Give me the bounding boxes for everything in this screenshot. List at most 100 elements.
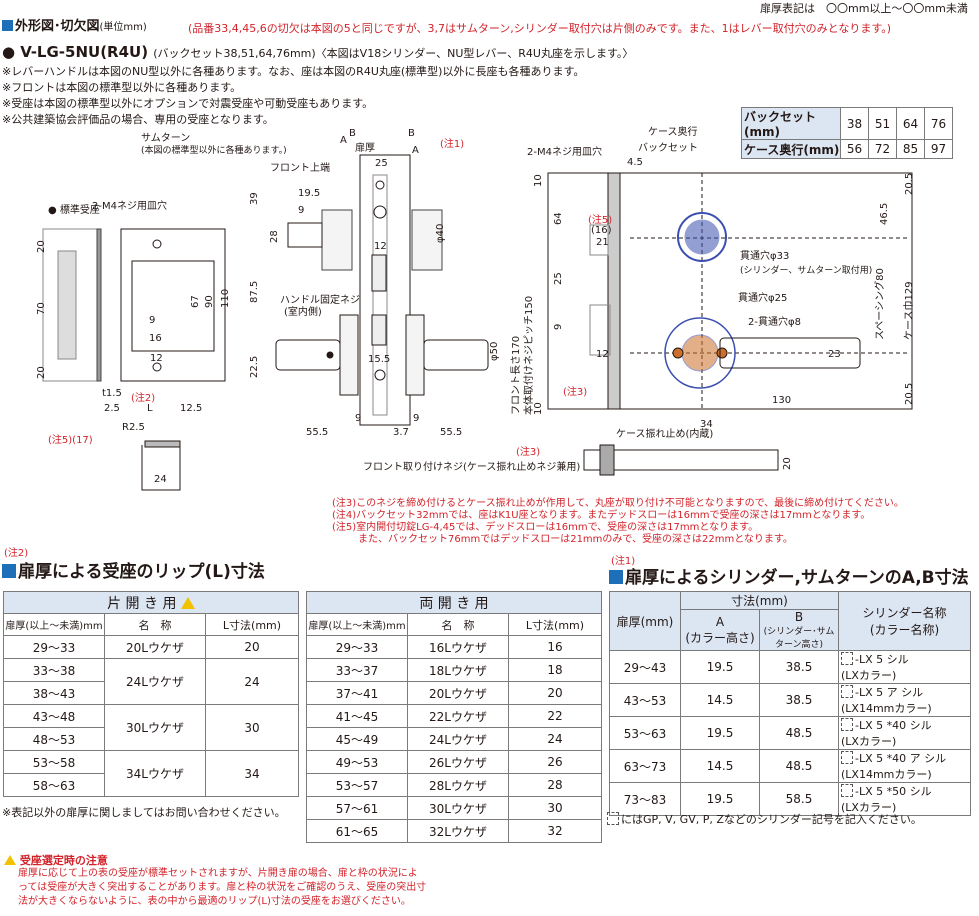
table-cell: 33〜37 xyxy=(306,658,408,682)
col-header: L寸法(mm) xyxy=(508,613,602,636)
note5-tag: (注5) xyxy=(588,213,612,226)
strike-edge xyxy=(96,228,102,382)
dim-10-bottom: 10 xyxy=(533,402,544,415)
table-cell: 51 xyxy=(868,107,897,140)
table-cell: 24 xyxy=(205,658,299,705)
col-name-text: シリンダー名称 xyxy=(862,606,947,620)
thumbturn-knob xyxy=(287,222,323,248)
dim-12-strike: 12 xyxy=(150,353,163,364)
cyl-name: -LX 5 *50 シル xyxy=(855,785,932,798)
door-thick-label: 扉厚 xyxy=(355,141,375,154)
table-cell: 16Lウケザ xyxy=(407,635,509,659)
table-cell: 53〜63 xyxy=(609,716,681,750)
front-plate-side xyxy=(607,172,621,410)
dim-9-right: 9 xyxy=(553,324,564,330)
col-header: 名 称 xyxy=(104,613,206,636)
table-cell: 20Lウケザ xyxy=(104,635,206,659)
case-bottom-view xyxy=(583,449,779,471)
dim-9-cyl: 9 xyxy=(298,205,304,216)
cutout-note: (品番33,4,45,6の切欠は本図の5と同じですが、3,7はサムターン,シリン… xyxy=(188,22,892,35)
strike-title: ● 標準受座 xyxy=(48,203,100,216)
table-cell: 20 xyxy=(508,681,602,705)
front-screw-bottom xyxy=(374,369,386,381)
case-stop-label: ケース振れ止め(内蔵) xyxy=(616,427,713,440)
lever-side xyxy=(719,337,861,369)
dim-19-5: 19.5 xyxy=(298,188,320,199)
backset-dim-label: バックセット xyxy=(638,142,698,154)
strike-side-fill xyxy=(57,250,77,360)
note5-17-tag: (注5)(17) xyxy=(48,433,93,446)
table-cell: 16 xyxy=(508,635,602,659)
table-cell: 32 xyxy=(508,819,602,843)
case-depth-label: ケース奥行 xyxy=(648,125,698,138)
strike-inner xyxy=(131,260,215,352)
dim-24: 24 xyxy=(154,474,167,485)
table-row: 58〜63 xyxy=(3,773,299,797)
dim-16-strike: 16 xyxy=(149,333,162,344)
blue-square-icon xyxy=(2,564,16,578)
table-cell: 53〜57 xyxy=(306,773,408,797)
table-cell: 33〜38 xyxy=(3,658,105,682)
double-header: 両 開 き 用 xyxy=(306,591,602,614)
dim-9-strike: 9 xyxy=(149,315,155,326)
dim-23: 23 xyxy=(828,349,841,360)
spacing-label: スペーシング80 xyxy=(873,268,886,340)
dim-55-5-left: 55.5 xyxy=(306,427,328,438)
dim-39: 39 xyxy=(249,192,260,205)
dim-28: 28 xyxy=(269,230,280,243)
table-cell: 48.5 xyxy=(759,716,839,750)
placeholder-box-icon xyxy=(841,751,853,764)
dim-4-5: 4.5 xyxy=(627,157,643,168)
dim-34: 34 xyxy=(700,419,713,430)
table-cell: 28 xyxy=(508,773,602,797)
table-cell: 38.5 xyxy=(759,683,839,717)
dim-phi50: φ50 xyxy=(489,342,500,361)
right-screw-hole-label: 2-M4ネジ用皿穴 xyxy=(527,145,602,158)
table-cell: 26 xyxy=(508,750,602,774)
red-note: (注3)このネジを締め付けるとケース振れ止めが作用して、丸座が取り付け不可能とな… xyxy=(332,498,904,509)
front-bottom xyxy=(599,444,615,476)
table-cell: 97 xyxy=(924,139,953,159)
table-cell: 28Lウケザ xyxy=(407,773,509,797)
cyl-name: -LX 5 ア シル xyxy=(855,686,924,699)
table-cell: 64 xyxy=(896,107,925,140)
col-b-sub: (シリンダー･サムターン高さ) xyxy=(763,627,835,650)
col-b: B(シリンダー･サムターン高さ) xyxy=(759,609,839,651)
dim-A-left: A xyxy=(340,135,347,146)
lock-front-outline xyxy=(359,154,411,426)
thumbturn-label: サムターン xyxy=(141,132,190,144)
table-cell: 56 xyxy=(840,139,869,159)
front-screw-top xyxy=(375,180,385,190)
col-header: 名 称 xyxy=(407,613,509,636)
single-header-text: 片 開 き 用 xyxy=(107,595,177,612)
backset-table: バックセット(mm) 38 51 64 76 ケース奥行(mm) 56 72 8… xyxy=(741,107,953,159)
dim-9-bottom-left: 9 xyxy=(355,413,361,424)
placeholder-box-icon xyxy=(607,812,619,825)
table-cell: 22Lウケザ xyxy=(407,704,509,728)
dim-67: 67 xyxy=(190,295,201,308)
dim-L: L xyxy=(147,403,153,414)
table-row: バックセット(mm) 38 51 64 76 xyxy=(741,107,953,140)
caution-line: っては受座が大きく突出することがあります。扉と枠の状況をご確認のうえ、受座の突出… xyxy=(18,882,427,893)
dim-55-5-right: 55.5 xyxy=(440,427,462,438)
strike-lip-shape xyxy=(141,445,181,491)
table-cell: 20 xyxy=(205,635,299,659)
dim-20-strike-top: 20 xyxy=(36,240,47,253)
cyl-name: -LX 5 *40 シル xyxy=(855,719,932,732)
table-cell: 48〜53 xyxy=(3,727,105,751)
case-depth-label: ケース奥行(mm) xyxy=(741,139,841,159)
col-name-sub: (カラー名称) xyxy=(869,623,940,637)
table-cell: 43〜53 xyxy=(609,683,681,717)
table-cell: 38.5 xyxy=(759,650,839,684)
handle-rose-left xyxy=(339,314,359,396)
table-row: 48〜53 xyxy=(3,727,299,751)
